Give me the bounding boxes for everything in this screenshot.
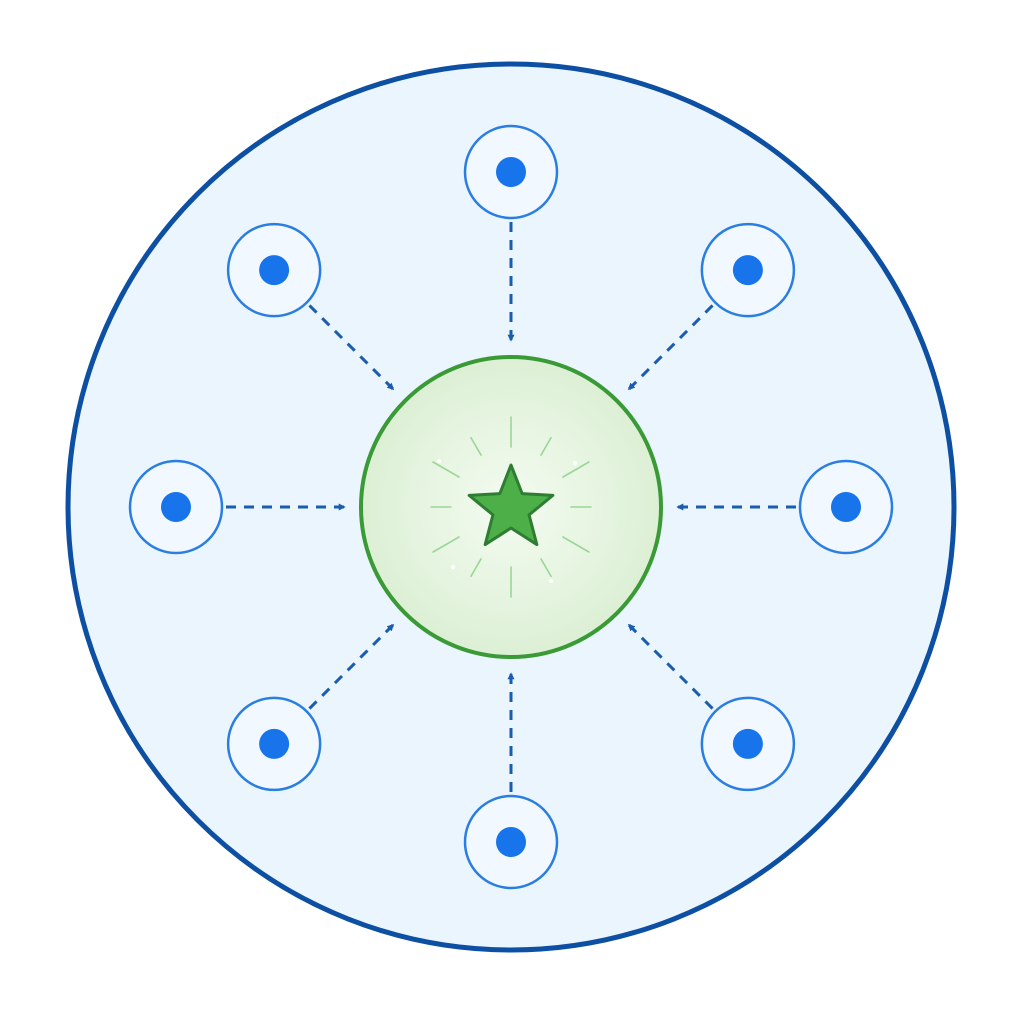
sparkle-ray: [540, 558, 552, 578]
connector-arrow-bottom-left: [308, 623, 395, 710]
sparkle-ray: [470, 436, 482, 456]
dot-icon: [259, 255, 290, 286]
star-icon: [467, 463, 555, 547]
spoke-node-left: [128, 459, 224, 555]
spoke-node-bottom-left: [226, 696, 322, 792]
sparkle-ray: [562, 536, 590, 553]
sparkle-ray: [470, 558, 482, 578]
sparkle-dot: [572, 460, 578, 466]
spoke-node-bottom: [463, 794, 559, 890]
connector-arrow-bottom-right: [627, 623, 714, 710]
connector-group: [226, 222, 796, 792]
spoke-node-right: [798, 459, 894, 555]
dot-icon: [496, 827, 526, 857]
dot-icon: [259, 728, 290, 759]
sparkle-dot: [436, 458, 442, 464]
spoke-node-top: [463, 124, 559, 220]
dot-icon: [831, 492, 861, 522]
sparkle-dot: [450, 564, 456, 570]
dot-icon: [732, 728, 763, 759]
spoke-node-top-right: [700, 222, 796, 318]
sparkle-dot: [548, 578, 554, 584]
hub-group: [359, 355, 663, 659]
spoke-node-bottom-right: [700, 696, 796, 792]
sparkle-ray: [432, 461, 460, 478]
sparkle-rays: [430, 416, 592, 598]
dot-icon: [732, 255, 763, 286]
sparkle-ray: [432, 536, 460, 553]
sparkle-ray: [562, 461, 590, 478]
connector-arrow-top-right: [627, 304, 714, 391]
spoke-node-top-left: [226, 222, 322, 318]
sparkle-ray: [540, 436, 552, 456]
dot-icon: [496, 157, 526, 187]
spoke-node-group: [128, 124, 894, 890]
dot-icon: [161, 492, 191, 522]
connector-arrow-top-left: [308, 304, 395, 391]
